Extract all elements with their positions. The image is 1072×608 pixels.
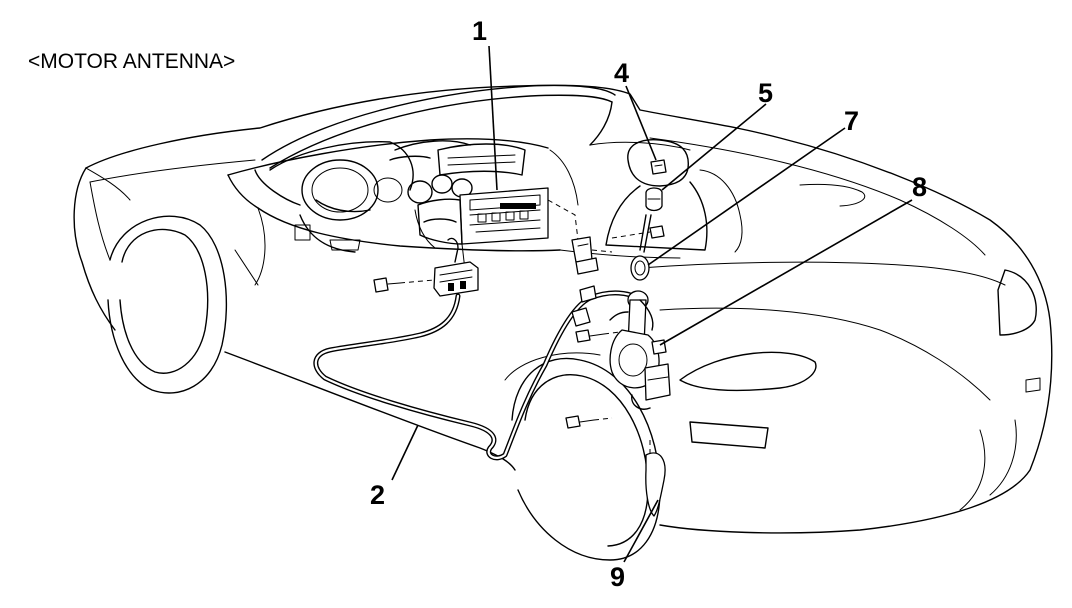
antenna-nut: [650, 159, 667, 175]
dashboard: [227, 138, 681, 286]
car-body: [73, 84, 1053, 534]
callout-8: 8: [912, 172, 927, 202]
callout-9: 9: [610, 562, 625, 592]
antenna-escutcheon: [645, 187, 663, 212]
mounting-bolts: [565, 329, 621, 429]
connector-assembly: [373, 237, 479, 297]
callout-1: 1: [472, 16, 487, 46]
motor-antenna-assembly: [609, 290, 671, 410]
diagram-title: <MOTOR ANTENNA>: [28, 50, 235, 73]
callout-2: 2: [370, 480, 385, 510]
leader-lines: [391, 45, 913, 563]
callout-labels: 1 2 4 5 7 8 9: [370, 16, 927, 592]
callout-4: 4: [614, 58, 629, 88]
antenna-mast: [611, 214, 665, 281]
callout-5: 5: [758, 78, 773, 108]
radio-unit: [417, 187, 579, 271]
drain-hose: [645, 440, 666, 517]
callout-7: 7: [844, 106, 859, 136]
antenna-bracket: [571, 236, 613, 275]
front-wheel: [89, 181, 227, 394]
antenna-cable: [313, 285, 643, 461]
